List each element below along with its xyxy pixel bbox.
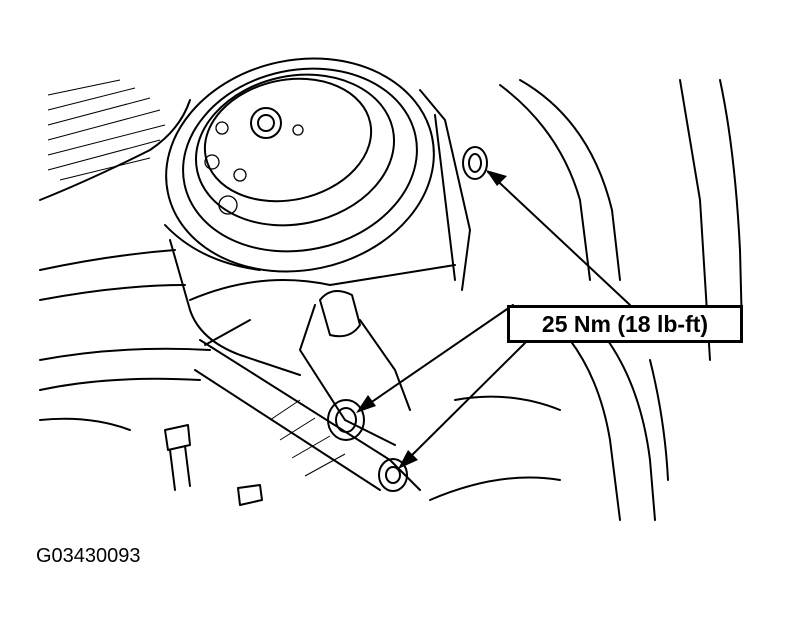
compressor-pulley [164,57,435,273]
bolt-left-misc [164,424,263,506]
engine-structure [429,79,743,521]
leader-lines [356,170,631,469]
torque-callout: 25 Nm (18 lb-ft) [507,305,743,343]
bolt-middle [327,399,365,441]
bolt-upper [462,146,488,180]
background-hatching [39,79,191,301]
figure-id: G03430093 [36,545,141,567]
bolt-lower [378,458,408,492]
lower-pipes [39,347,211,431]
compressor-body [169,89,471,376]
